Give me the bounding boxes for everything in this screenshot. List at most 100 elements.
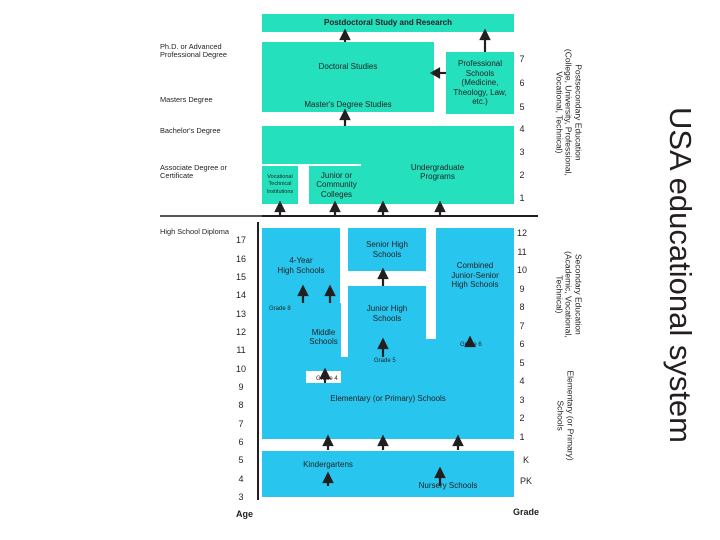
middle-label: Middle Schools	[309, 327, 338, 347]
masters-studies-box: Master's Degree Studies	[262, 92, 434, 112]
age-14: 14	[235, 290, 246, 300]
side-label-secondary: Secondary Education (Academic, Vocationa…	[554, 251, 584, 338]
grade-4: 4	[519, 376, 525, 386]
grade-1: 1	[519, 432, 525, 442]
arrow-head	[377, 434, 389, 447]
age-11: 11	[236, 345, 246, 355]
grade-k: K	[522, 455, 529, 465]
age-9: 9	[238, 382, 244, 392]
grade-axis-label: Grade	[513, 507, 540, 517]
arrow-head	[322, 471, 334, 484]
age-16: 16	[235, 254, 246, 264]
grade-post-5: 5	[519, 102, 525, 112]
grade-post-2: 2	[519, 170, 525, 180]
nursery-label: Nursery Schools	[418, 481, 478, 491]
grade-pk: PK	[519, 476, 532, 486]
combined-hs-label: Combined Junior-Senior High Schools	[451, 261, 499, 290]
junior-college-box: Junior or Community Colleges	[309, 166, 364, 204]
grade-12: 12	[516, 228, 527, 238]
arrow-head	[339, 108, 351, 121]
arrow-head	[322, 434, 334, 447]
undergraduate-label: Undergraduate Programs	[410, 162, 465, 182]
elementary-box-middle	[341, 357, 431, 383]
grade-post-1: 1	[519, 193, 525, 203]
doctoral-studies-box: Doctoral Studies	[262, 42, 434, 92]
age-12: 12	[235, 327, 246, 337]
undergraduate-box	[262, 126, 514, 164]
arrow-head	[329, 200, 341, 213]
postdoctoral-label: Postdoctoral Study and Research	[323, 18, 453, 28]
label-high-school-diploma: High School Diploma	[160, 227, 230, 236]
age-5: 5	[238, 455, 244, 465]
arrow-group	[274, 28, 491, 486]
elementary-box-upper-left	[262, 303, 306, 383]
age-6: 6	[238, 437, 244, 447]
junior-hs-label: Junior High Schools	[366, 304, 408, 323]
professional-schools-box: Professional Schools (Medicine, Theology…	[446, 52, 514, 114]
combined-hs-box: Combined Junior-Senior High Schools	[436, 228, 514, 339]
grade-11: 11	[517, 247, 527, 257]
grade-post-4: 4	[519, 124, 525, 134]
arrow-head	[297, 284, 309, 297]
arrow-head	[377, 200, 389, 213]
four-year-hs-label: 4-Year High Schools	[277, 256, 325, 275]
arrow-head	[479, 28, 491, 41]
arrow-head	[429, 67, 441, 79]
age-7: 7	[238, 419, 244, 429]
page-title: USA educational system	[663, 106, 698, 443]
vocational-label: Vocational Technical Institutions	[266, 173, 294, 195]
grade-post-7: 7	[519, 54, 525, 64]
age-17: 17	[235, 235, 246, 245]
arrow-head	[377, 267, 389, 280]
arrow-head	[319, 367, 331, 380]
grade-9: 9	[519, 284, 525, 294]
note-grade-8: Grade 8	[269, 306, 291, 312]
age-8: 8	[238, 400, 244, 410]
age-axis-label: Age	[236, 509, 254, 519]
junior-hs-box: Junior High Schools	[348, 286, 426, 357]
note-grade-5: Grade 5	[374, 358, 396, 364]
arrow-head	[464, 335, 476, 348]
grade-6: 6	[519, 339, 525, 349]
arrow-head	[434, 200, 446, 213]
senior-hs-label: Senior High Schools	[366, 240, 408, 259]
age-3: 3	[238, 492, 244, 502]
middle-schools-box: Middle Schools	[306, 303, 341, 371]
grade-5: 5	[519, 358, 525, 368]
age-13: 13	[235, 309, 246, 319]
postdoctoral-box: Postdoctoral Study and Research	[262, 14, 514, 32]
label-associate-degree: Associate Degree or Certificate	[160, 163, 227, 181]
grade-8: 8	[519, 302, 525, 312]
junior-college-label: Junior or Community Colleges	[316, 170, 357, 199]
label-phd: Ph.D. or Advanced Professional Degree	[160, 42, 227, 60]
arrow-head	[434, 466, 446, 479]
arrow-head	[324, 284, 336, 297]
grade-post-3: 3	[519, 147, 525, 157]
grade-7: 7	[519, 321, 525, 331]
arrow-head	[339, 28, 351, 41]
side-label-postsecondary: Postsecondary Education (College, Univer…	[554, 48, 584, 176]
vocational-box: Vocational Technical Institutions	[262, 166, 298, 204]
doctoral-label: Doctoral Studies	[318, 62, 378, 72]
arrow-head	[274, 200, 286, 213]
label-bachelors-degree: Bachelor's Degree	[160, 126, 221, 135]
grade-2: 2	[519, 413, 525, 423]
arrow-head	[377, 337, 389, 350]
professional-label: Professional Schools (Medicine, Theology…	[453, 59, 507, 107]
arrow-head	[452, 434, 464, 447]
kindergartens-label: Kindergartens	[303, 460, 353, 470]
elementary-label: Elementary (or Primary) Schools	[330, 394, 446, 404]
age-4: 4	[238, 474, 244, 484]
masters-label: Master's Degree Studies	[304, 99, 392, 109]
elementary-box: Elementary (or Primary) Schools	[262, 383, 514, 439]
age-10: 10	[235, 364, 246, 374]
side-label-elementary: Elementary (or Primary) Schools	[556, 370, 576, 461]
grade-3: 3	[519, 395, 525, 405]
label-masters-degree: Masters Degree	[160, 95, 213, 104]
undergraduate-lower-box: Undergraduate Programs	[361, 162, 514, 204]
grade-post-6: 6	[519, 78, 525, 88]
age-15: 15	[235, 272, 246, 282]
grade-10: 10	[516, 265, 527, 275]
senior-hs-box: Senior High Schools	[348, 228, 426, 271]
